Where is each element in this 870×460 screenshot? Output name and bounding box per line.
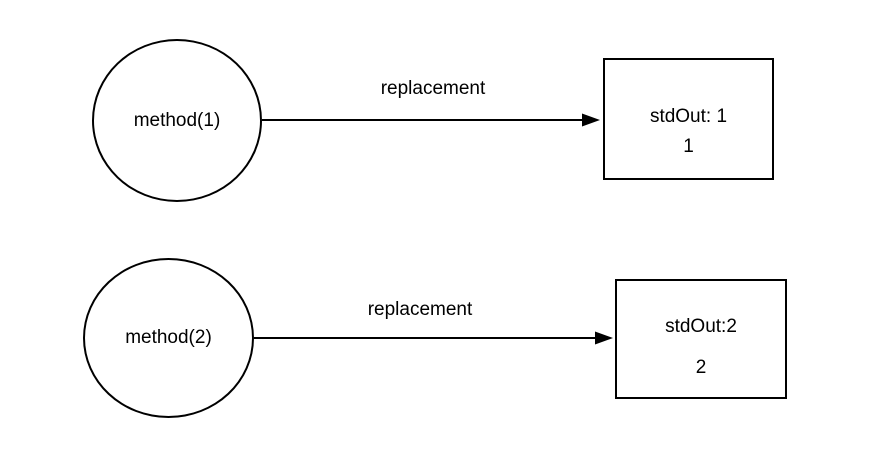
- node-stdout2: stdOut:2 2: [615, 279, 787, 399]
- edge2-arrowhead-icon: [595, 331, 613, 345]
- edge-method1-stdout1: [262, 113, 600, 127]
- edge1-label: replacement: [380, 78, 486, 100]
- node-method2-label: method(2): [125, 327, 212, 348]
- node-method1: method(1): [92, 39, 262, 202]
- edge2-label: replacement: [367, 299, 473, 321]
- node-stdout2-line2: 2: [695, 357, 707, 378]
- node-stdout1: stdOut: 1 1: [603, 58, 774, 180]
- node-method2: method(2): [83, 258, 254, 418]
- node-stdout1-line1: stdOut: 1: [649, 106, 728, 127]
- node-stdout2-line1: stdOut:2: [665, 316, 737, 337]
- node-stdout1-line2: 1: [683, 136, 694, 157]
- edge1-arrowhead-icon: [582, 113, 600, 127]
- node-method1-label: method(1): [133, 109, 221, 131]
- edge-method2-stdout2: [254, 331, 613, 345]
